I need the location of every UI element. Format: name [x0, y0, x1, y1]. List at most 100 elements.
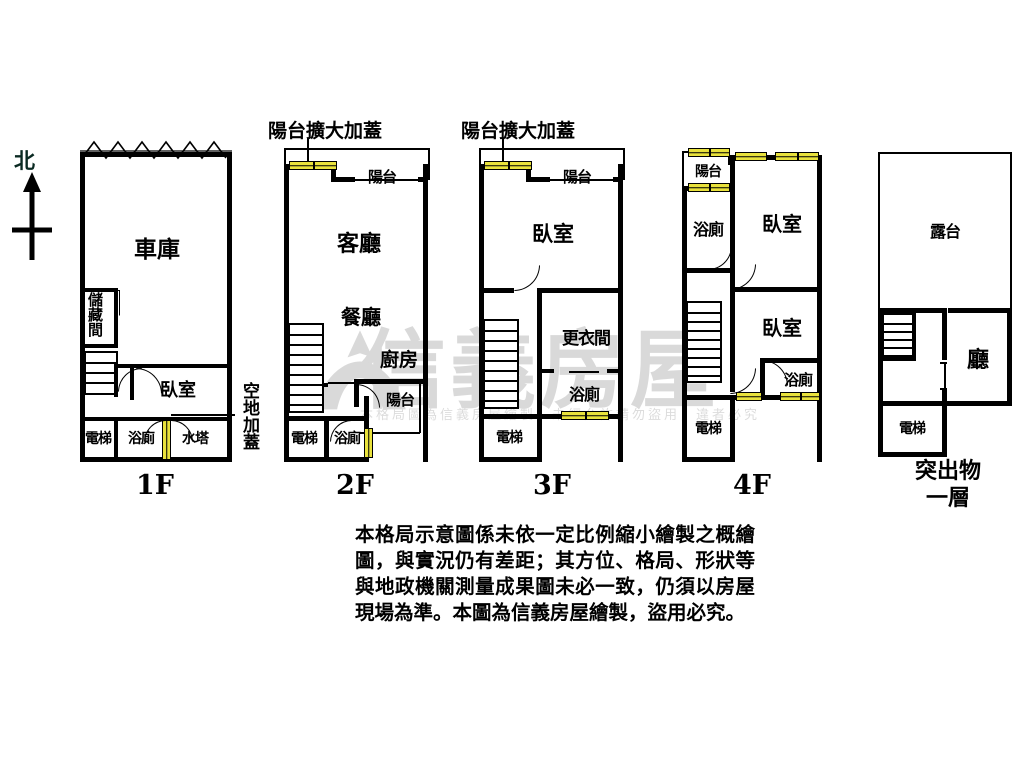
note-balcony-expand-2f: 陽台擴大加蓋 — [268, 120, 383, 142]
balcony-outline-right-3f — [623, 148, 625, 180]
room-label-bath-1f: 浴廁 — [128, 431, 155, 447]
terrace-rail-ph — [959, 311, 995, 313]
wall-closet-bath-tick-3f — [542, 369, 554, 373]
room-label-balcony-rear-2f: 陽台 — [385, 391, 415, 409]
terrace-outline-right — [1010, 152, 1012, 310]
floor-label-penthouse: 突出物 一層 — [900, 458, 996, 512]
terrace-outline-left — [878, 152, 880, 310]
wall-elevator-top-3f — [479, 414, 542, 419]
terrace-outline-top — [878, 152, 1012, 154]
wall-elevator-right-4f — [730, 395, 735, 462]
wall-left-3f — [479, 164, 484, 462]
wall-balcony-right-4f — [730, 155, 735, 189]
wall-bottom-right-4f — [735, 395, 822, 400]
stairs-4f — [686, 301, 722, 383]
opening-tick-bottom-ph — [940, 388, 947, 390]
wall-left-ph — [878, 308, 883, 457]
wall-elevator-top-2f — [284, 416, 324, 421]
room-label-closet-3f: 更衣間 — [562, 329, 611, 349]
door-bath-upper-4f — [708, 246, 732, 270]
window-bottom-a-4f — [736, 392, 762, 401]
compass-north-label: 北 — [14, 148, 35, 173]
wall-elevator-right — [114, 417, 118, 462]
wall-elevator-top-4f — [682, 395, 735, 400]
stairs-3f — [483, 319, 519, 409]
wall-left — [80, 152, 85, 462]
wall-right-ph — [1007, 308, 1012, 403]
opening-rail-3f — [567, 291, 599, 293]
wall-balcony-right-stub-3f — [613, 177, 623, 182]
wall-bedroom-bottom-left-3f — [479, 288, 514, 293]
wall-balcony-step-3f — [526, 164, 531, 182]
wall-balcony-bottom-2f — [331, 177, 355, 182]
note-balcony-expand-3f: 陽台擴大加蓋 — [461, 120, 576, 142]
floor-plan-3f: 陽台 臥室 更衣間 浴廁 電梯 — [473, 146, 625, 462]
room-label-bedroom-upper-4f: 臥室 — [762, 212, 802, 236]
sawtooth-roof-icon — [80, 140, 232, 160]
floor-label-2f: 2F — [336, 470, 374, 501]
north-arrow-icon — [12, 172, 52, 260]
wall-closet-bath-tick2-3f — [607, 369, 623, 373]
wall-left-4f — [682, 186, 687, 462]
wall-right-3f — [618, 164, 623, 462]
window-mullion-2f — [313, 161, 315, 170]
wall-top — [80, 152, 232, 157]
wall-balcony-right-stub-2f — [418, 177, 428, 182]
wall-balcony-bottom-3f — [526, 177, 550, 182]
rear-balcony-bottom-2f — [359, 432, 420, 434]
room-label-bedroom-3f: 臥室 — [532, 221, 574, 246]
room-label-bedroom-1f: 臥室 — [160, 380, 196, 401]
leader-open-land-cover — [171, 414, 235, 416]
wall-lower-band — [80, 417, 232, 421]
wall-bottom — [80, 457, 232, 462]
wall-storage-right — [114, 288, 118, 348]
balcony-outline-left-4f — [682, 151, 684, 189]
rear-balcony-edge-2f — [419, 383, 421, 433]
room-label-balcony-4f: 陽台 — [695, 164, 722, 180]
balcony-outline-right-4f — [728, 151, 730, 165]
floor-plan-2f: 陽台 客廳 餐廳 廚房 陽台 電梯 浴廁 — [278, 146, 430, 462]
balcony-outline-top-2f — [284, 148, 430, 150]
room-label-elevator-1f: 電梯 — [85, 431, 112, 447]
window-bath-2f — [364, 428, 373, 458]
closet-bath-rail-3f — [569, 371, 599, 373]
stairs-2f — [288, 323, 324, 413]
window-bedroom-top-a-4f — [735, 152, 767, 161]
wall-stair-right-ph — [912, 313, 916, 361]
room-label-bedroom-lower-4f: 臥室 — [762, 316, 802, 340]
wall-bottom-4f — [682, 457, 735, 462]
wall-right — [227, 152, 232, 462]
stairs-1f — [84, 351, 118, 395]
room-label-hall-ph: 廳 — [966, 347, 989, 373]
floor-plan-penthouse: 露台 廳 電梯 — [874, 150, 1014, 462]
window-mullion-3f — [508, 161, 510, 170]
window-mullion-balcony-inner-4f — [709, 183, 711, 192]
wall-bath-top-2f — [329, 416, 369, 421]
wall-kitchen-bottom-2f — [358, 379, 423, 384]
balcony-outline-top-3f — [479, 148, 625, 150]
wall-elevator-right-ph — [942, 401, 947, 457]
wall-bath-bottom-4f — [682, 268, 730, 273]
room-label-bath-3f: 浴廁 — [568, 385, 600, 404]
room-label-bath-upper-4f: 浴廁 — [692, 220, 724, 239]
room-label-balcony-3f: 陽台 — [562, 168, 592, 186]
floor-label-penthouse-line1: 突出物 — [914, 458, 981, 484]
floor-label-penthouse-line2: 一層 — [925, 485, 970, 511]
balcony-outline-left-3f — [479, 148, 481, 166]
wall-stair-right — [114, 364, 118, 397]
note-open-land-cover: 空地加蓋 — [239, 382, 259, 450]
disclaimer-text: 本格局示意圖係未依一定比例縮小繪製之概繪圖，與實況仍有差距；其方位、格局、形狀等… — [355, 523, 755, 624]
room-label-terrace-ph: 露台 — [929, 222, 961, 241]
wall-corridor-right-4f — [730, 292, 735, 392]
room-label-bath-lower-4f: 浴廁 — [783, 371, 813, 389]
wall-top-right-ph — [948, 308, 1012, 313]
room-label-garage: 車庫 — [134, 236, 180, 263]
wall-bath-right-upper-4f — [730, 189, 735, 261]
room-label-elevator-ph: 電梯 — [899, 421, 926, 437]
room-label-elevator-2f: 電梯 — [291, 431, 318, 447]
door-bedroom-lower-4f — [730, 368, 756, 394]
wall-mid-divider-4f — [730, 287, 822, 292]
window-mullion-balcony-top-4f — [709, 148, 711, 157]
opening-line-ph — [944, 362, 946, 388]
